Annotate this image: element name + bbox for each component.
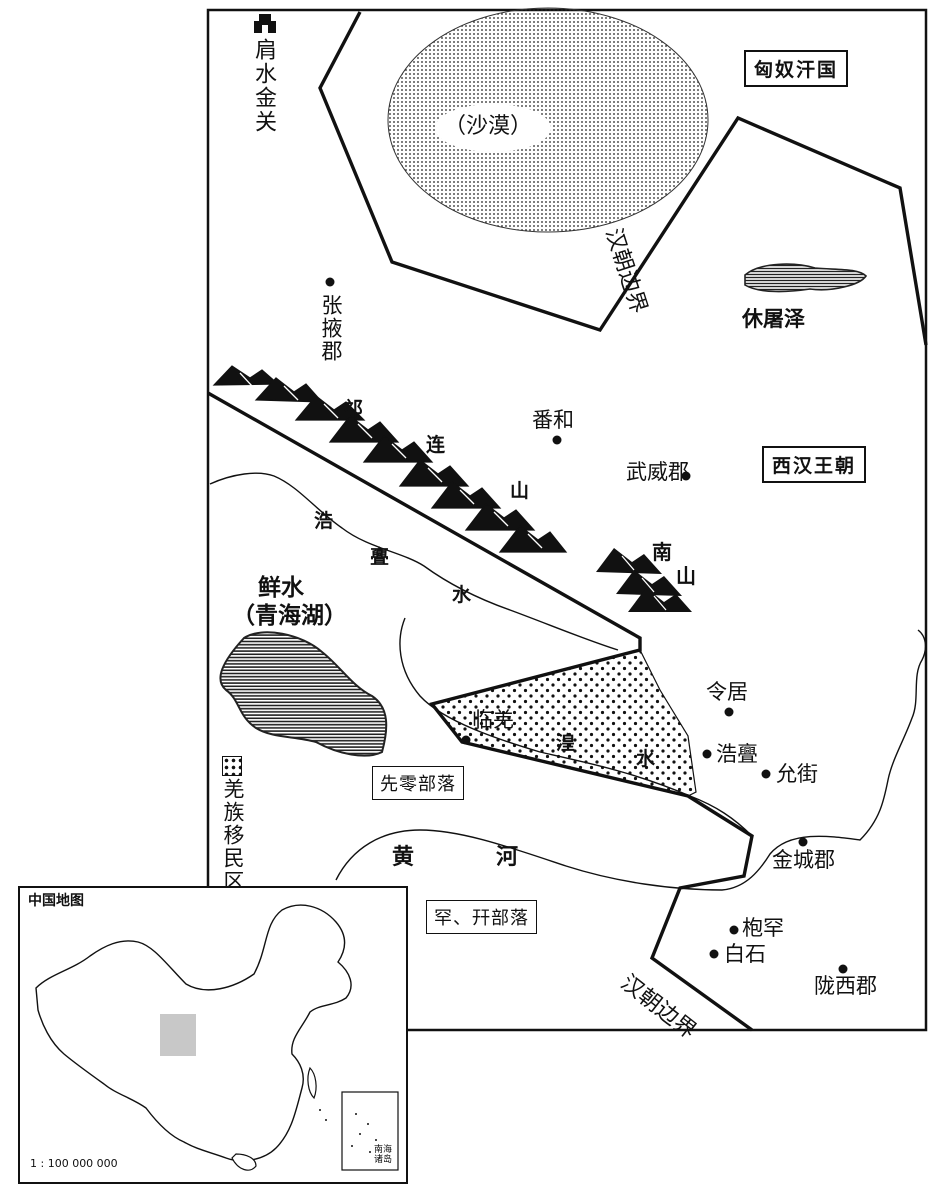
qilian-mountains [212,365,568,553]
place-longxi: 陇西郡 [814,974,877,998]
desert-label-bg [435,104,551,152]
nanshan-char-1: 南 [652,540,672,564]
place-jincheng: 金城郡 [772,848,835,872]
region-western-han: 西汉王朝 [762,446,867,483]
taiwan-island [307,1066,317,1100]
place-linqiang: 临羌 [472,708,514,732]
yellow-river-char-2: 河 [496,844,519,870]
place-fanhe: 番和 [532,408,574,432]
inset-south-sea-1: 南海 [374,1145,393,1155]
xiutuze-label: 休屠泽 [742,306,805,331]
hainan-island [231,1153,257,1171]
haomen-river-char-2: 亹 [370,546,390,568]
place-baohan: 枹罕 [742,916,784,940]
qilian-char-3: 山 [510,480,530,502]
china-inset-map: 中国地图 1 : 100 000 000 南海 诸岛 [18,886,408,1184]
huang-river-char-1: 湟 [556,732,576,754]
place-haomen: 浩亹 [716,742,758,766]
china-outline [35,904,399,1171]
qiang-migrant-area [430,649,697,797]
xiutuze-marsh [744,263,868,293]
fort-icon [254,14,276,33]
xianshui-label: 鲜水 [258,574,304,601]
qilian-char-1: 祁 [344,398,364,420]
desert-label: （沙漠） [444,114,533,139]
xiongnu-boundary [318,11,928,346]
haomen-river [209,472,619,651]
inset-scale: 1 : 100 000 000 [30,1157,118,1170]
nanshan-mountains [596,548,692,612]
inset-south-sea-2: 诸岛 [374,1155,393,1165]
yellow-river-char-1: 黄 [392,844,415,870]
legend-migrant-label: 羌族移民区 [221,778,245,893]
tribe-hanqian: 罕、幵部落 [426,900,537,934]
region-xiongnu: 匈奴汗国 [744,50,849,87]
huang-river [399,617,753,837]
haomen-river-char-3: 水 [452,584,472,606]
yellow-river [335,629,927,891]
qinghai-lake-label: （青海湖） [232,602,347,629]
huang-river-char-2: 水 [636,748,656,770]
dotted-swatch-icon [222,756,242,776]
qinghai-lake [219,631,388,757]
desert-area [387,7,709,233]
haomen-river-char-1: 浩 [314,510,334,532]
settlement-dots [325,277,848,974]
inset-highlight-area [160,1014,196,1056]
tribe-xianling: 先零部落 [372,766,464,800]
inset-title: 中国地图 [28,893,84,909]
nanshan-char-2: 山 [676,564,696,588]
place-wuwei: 武威郡 [626,460,689,484]
place-baishi: 白石 [724,942,766,966]
legend-fort-label: 肩水金关 [251,38,276,134]
place-lingju: 令居 [706,680,748,704]
qilian-char-2: 连 [426,434,446,456]
place-zhangye: 张掖郡 [319,294,343,363]
south-sea-box [341,1091,399,1171]
place-yunjie: 允街 [776,762,818,786]
